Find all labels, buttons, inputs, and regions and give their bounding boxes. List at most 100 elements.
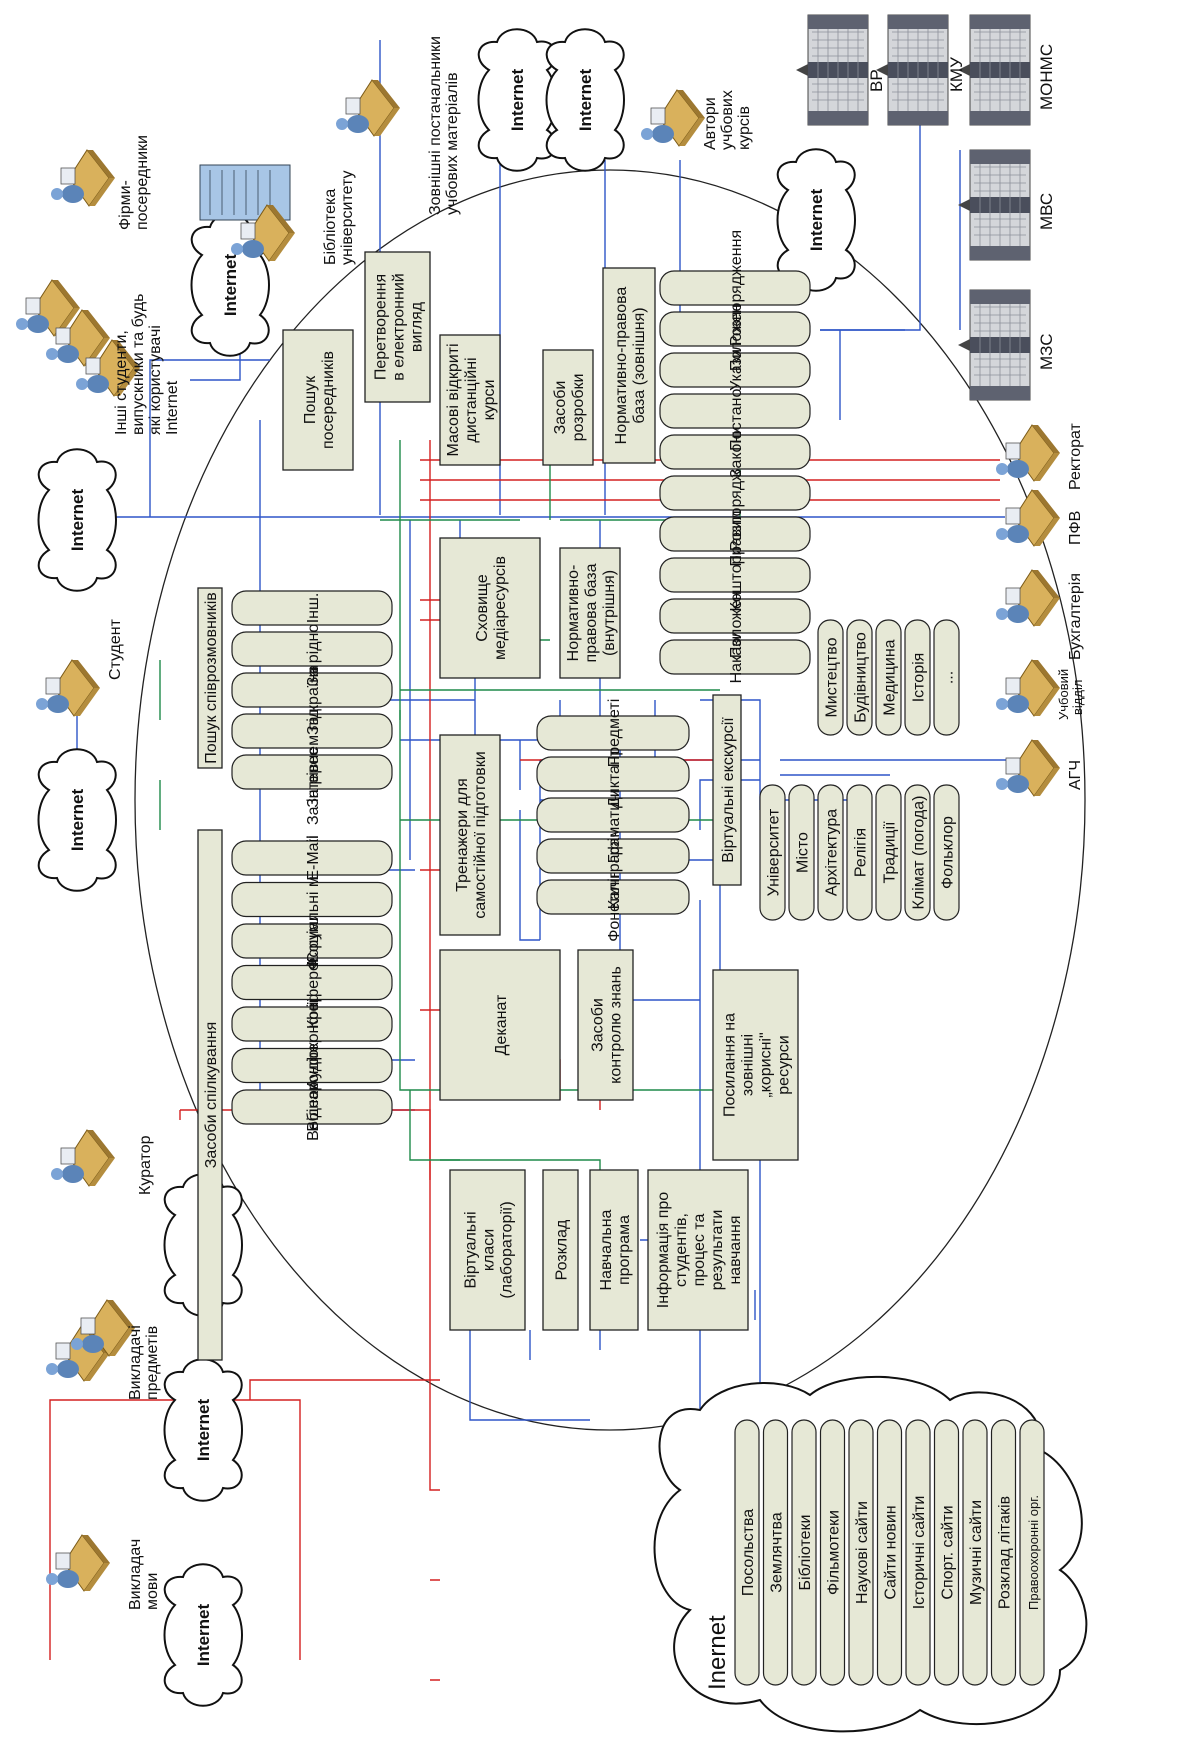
communication-bar: Засоби спілкування (197, 829, 223, 1361)
dev-tools-box-shape (542, 349, 594, 466)
svg-text:Інш.: Інш. (305, 593, 322, 624)
dev-tools-box-text-1: розробки (570, 374, 587, 442)
svg-text:...: ... (940, 671, 957, 684)
comm-item-5-shape (231, 881, 393, 918)
media-storage-box-shape (439, 537, 541, 679)
tour-item-6-text-0: Фольклор (940, 816, 957, 889)
virtual-classes-box: Віртуальнікласи(лабораторії) (449, 1169, 526, 1331)
knowledge-control-box-text-0: Засоби (590, 998, 607, 1052)
ministry-mvs: МВС (1037, 193, 1056, 230)
svg-text:Положення: Положення (728, 574, 745, 658)
virtual-classes-box-text-0: Віртуальні (463, 1211, 480, 1288)
tour-item-4-shape (875, 784, 902, 921)
cloud-item-7: Спорт. сайти (933, 1419, 960, 1686)
dept-agch: АГЧ (1067, 760, 1084, 790)
svg-text:Розпорядження: Розпорядження (728, 230, 745, 346)
cloud-item-8: Музичні сайти (962, 1419, 988, 1686)
mooc-box-text-2: курси (481, 380, 498, 421)
svg-text:Пошукпосередників: Пошукпосередників (302, 351, 337, 449)
authors-line-1: Автори (702, 97, 719, 150)
comm-item-6: E-Mail (231, 835, 393, 881)
svg-text:Викладачмови: Викладачмови (127, 1539, 161, 1610)
student-label: Студент (107, 618, 124, 680)
svg-text:Нормативно-правовабаза (зовніш: Нормативно-правовабаза (зовнішня) (613, 287, 648, 445)
tour2-item-0-shape (817, 619, 844, 736)
others-line-4: Internet (164, 380, 181, 435)
comm-item-1-shape (231, 1047, 393, 1084)
links-box-text-0: Посилання на (722, 1013, 739, 1117)
tour2-item-4: ... (933, 619, 960, 736)
svg-text:Традиції: Традиції (882, 821, 899, 884)
tour2-item-3-shape (904, 619, 931, 736)
conversion-box-text-0: Перетворення (373, 274, 390, 380)
tour2-item-4-text-0: ... (940, 671, 957, 684)
student-actor: Студент (35, 618, 124, 717)
curriculum-box: Навчальнапрограма (589, 1169, 639, 1331)
dept-accounting: Бухгалтерія (1067, 573, 1084, 660)
internet-cloud: Internet (37, 748, 117, 892)
student-info-box-text-2: процес та (691, 1213, 708, 1286)
external-item-3-shape (659, 311, 811, 347)
svg-text:Укази: Укази (728, 349, 745, 391)
svg-text:Інші студенти,випускники та бу: Інші студенти,випускники та будьякі кори… (113, 293, 181, 435)
svg-text:Пошук співрозмовників: Пошук співрозмовників (203, 592, 220, 764)
virtual-classes-box-text-1: класи (481, 1229, 498, 1271)
cloud-item-3: Фільмотеки (819, 1419, 846, 1686)
internal-item-0-text-0: Накази (728, 631, 745, 684)
svg-text:Музичні сайти: Музичні сайти (968, 1500, 985, 1605)
cloud-item-0-shape (734, 1419, 760, 1686)
internal-item-3-text-0: Правила (728, 501, 745, 566)
cloud-item-9-shape (990, 1419, 1017, 1686)
tour2-item-3: Історія (904, 619, 931, 736)
cloud-item-4: Наукові сайти (848, 1419, 874, 1686)
tour2-item-1-shape (846, 619, 873, 736)
internal-norms-box-text-1: правова база (583, 563, 600, 662)
comm-item-3: Конференції (231, 935, 393, 1029)
comm-item-4: Форуми (231, 912, 393, 970)
svg-text:Віртуальнікласи(лабораторії): Віртуальнікласи(лабораторії) (463, 1201, 516, 1298)
firms-actor: Фірми-посередники (50, 135, 151, 230)
cloud-item-0-text-0: Посольства (740, 1509, 757, 1596)
media-storage-box: Сховищемедіаресурсів (439, 537, 541, 679)
trainer-item-0-shape (536, 879, 690, 915)
svg-text:Правоохоронні орг.: Правоохоронні орг. (1026, 1495, 1041, 1610)
trainers-box-text-0: Тренажери для (454, 778, 471, 892)
internal-norms-box-shape (559, 547, 621, 679)
internal-item-0-shape (659, 639, 811, 675)
cloud-item-5: Сайти новин (876, 1419, 903, 1686)
svg-text:Релігія: Релігія (853, 828, 870, 877)
svg-text:Тренажери длясамостійної підго: Тренажери длясамостійної підготовки (454, 751, 489, 918)
external-item-2-text-0: Укази (728, 349, 745, 391)
cloud-item-3-text-0: Фільмотеки (826, 1510, 843, 1595)
comm-item-3-text-0: Конференції (305, 935, 322, 1028)
tour-item-3: Релігія (846, 784, 873, 921)
internet-cloud-label: Internet (221, 253, 240, 316)
tour2-item-2-shape (875, 619, 902, 736)
cloud-item-7-text-0: Спорт. сайти (940, 1505, 957, 1599)
external-item-4-text-0: Розпорядження (728, 230, 745, 346)
cloud-item-8-text-0: Музичні сайти (968, 1500, 985, 1605)
cloud-item-10-shape (1019, 1419, 1045, 1686)
svg-text:Фонетичний: Фонетичний (606, 852, 623, 942)
svg-text:Землячтва: Землячтва (769, 1512, 786, 1593)
cloud-item-5-shape (876, 1419, 903, 1686)
student-info-box-shape (647, 1169, 749, 1331)
svg-text:Історичні сайти: Історичні сайти (911, 1496, 928, 1610)
internal-norms-box-text-0: Нормативно- (565, 565, 582, 662)
svg-text:Клімат (погода): Клімат (погода) (911, 795, 928, 909)
communication-bar-shape (197, 829, 223, 1361)
conversion-box-text-2: вигляд (409, 301, 426, 352)
cloud-item-7-shape (933, 1419, 960, 1686)
tour-item-0-shape (759, 784, 786, 921)
trainer-item-4-shape (536, 715, 690, 751)
comm-item-4-text-0: Форуми (305, 912, 322, 970)
internal-item-1-text-0: Положення (728, 574, 745, 658)
trainers-box: Тренажери длясамостійної підготовки (439, 734, 501, 936)
cloud-item-2: Бібліотеки (791, 1419, 817, 1686)
internet-cloud: Internet (37, 448, 117, 592)
authors-line-3: курсів (736, 106, 753, 150)
internal-item-0: Накази (659, 631, 811, 684)
svg-text:Авториучбовихкурсів: Авториучбовихкурсів (702, 90, 753, 150)
comm-item-0-text-0: Вебінари (305, 1073, 322, 1141)
